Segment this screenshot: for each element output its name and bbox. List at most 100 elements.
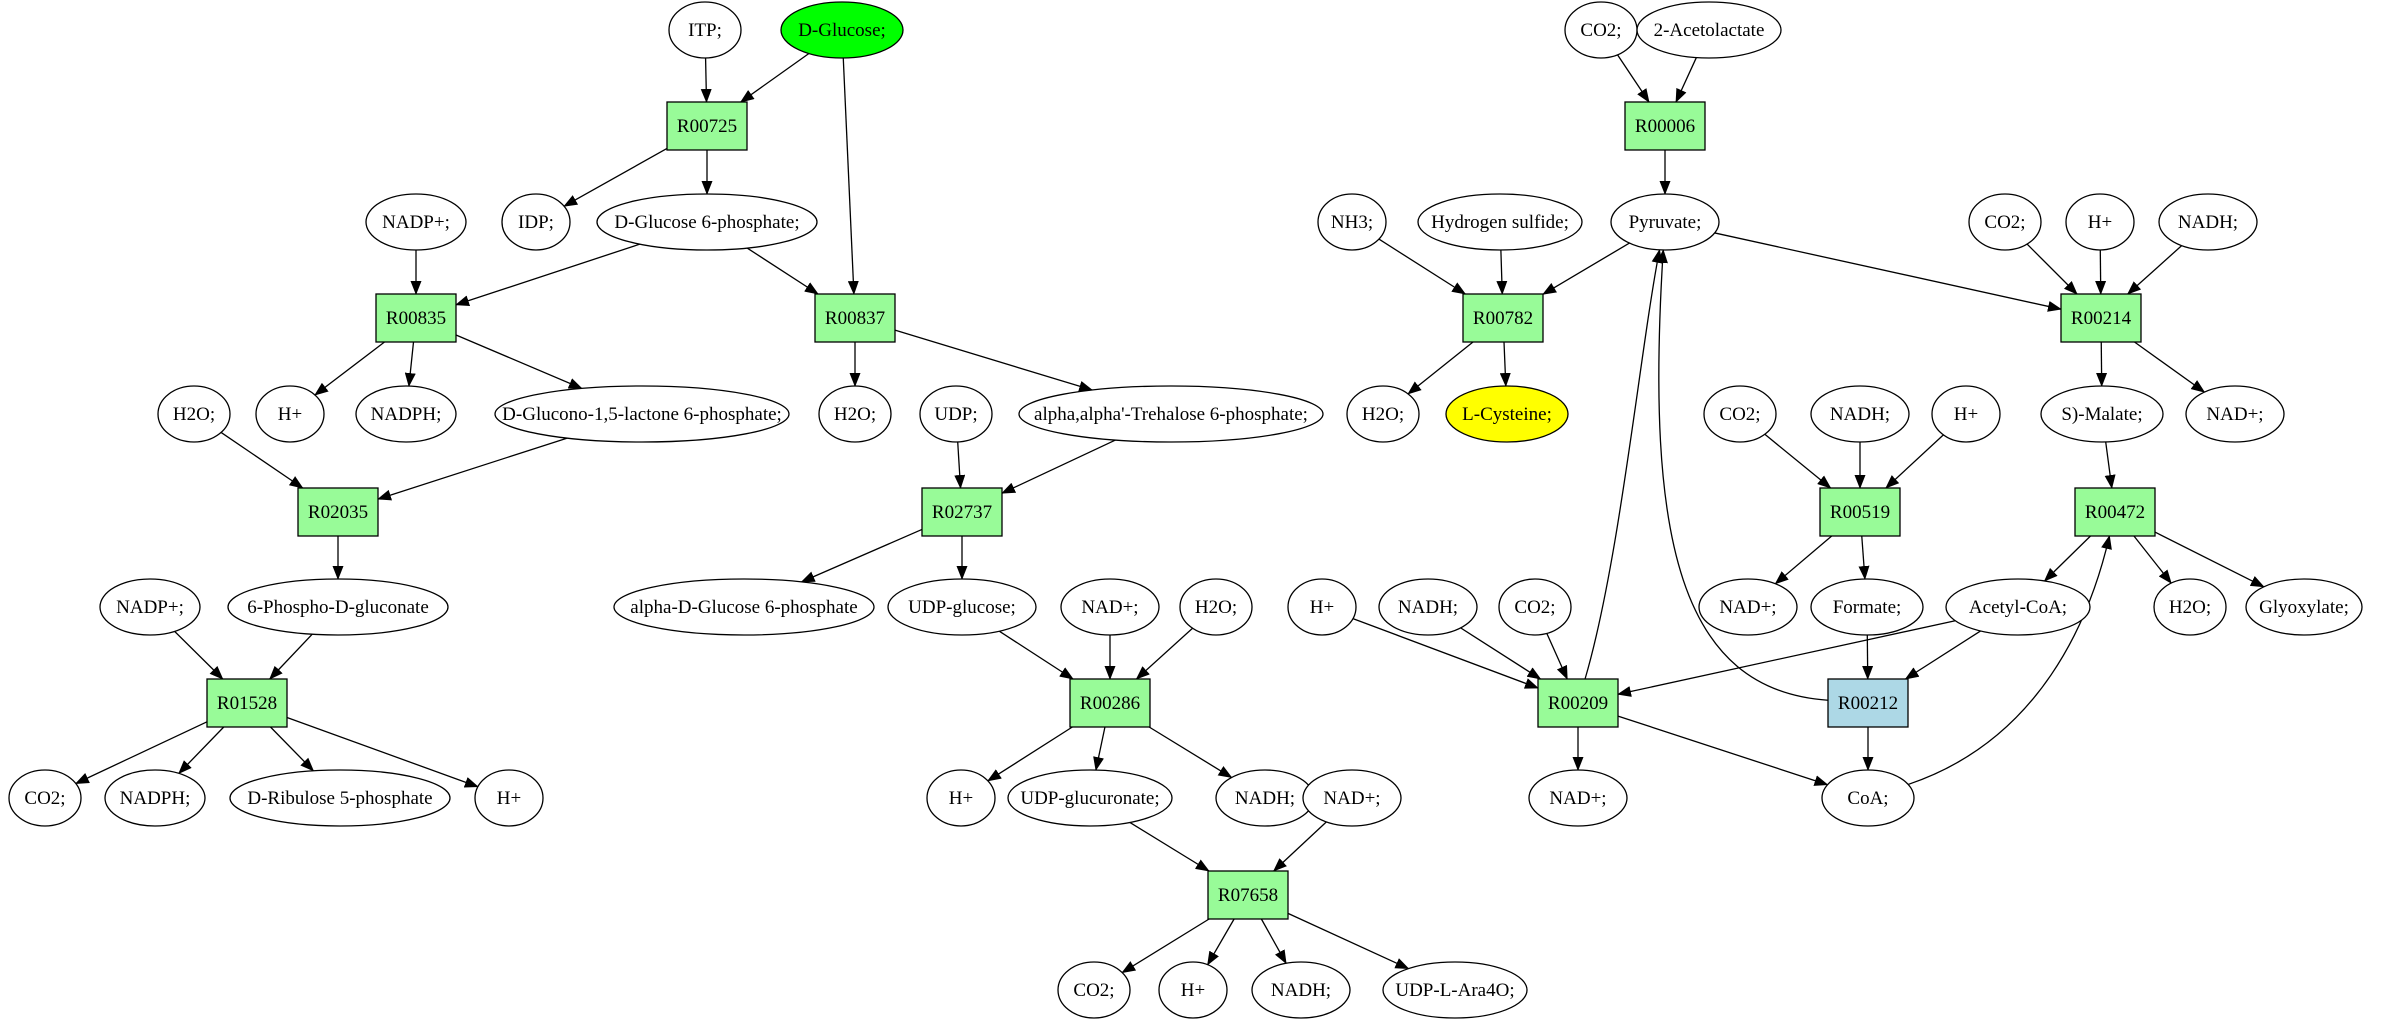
compound-node-h-hplus2[interactable]: H+ [474,769,544,827]
compound-node-acetyl-coa-acetylcoa[interactable]: Acetyl-CoA; [1945,578,2091,636]
reaction-node-r00286-r00286[interactable]: R00286 [1069,678,1151,728]
compound-node-nadh-nadh1[interactable]: NADH; [1215,769,1315,827]
compound-node-h2o-h2o1[interactable]: H2O; [157,385,231,443]
compound-ellipse [613,578,875,636]
reaction-node-r07658-r07658[interactable]: R07658 [1207,870,1289,920]
compound-node-co2-co2e[interactable]: CO2; [1703,385,1777,443]
compound-node-nadp-nadp1[interactable]: NADP+; [365,193,467,251]
edge-r00472-to-h2o5 [2133,535,2172,584]
reaction-node-r02737-r02737[interactable]: R02737 [921,487,1003,537]
node-label: R00006 [1635,116,1695,137]
node-label: CO2; [1719,404,1760,425]
compound-node-nadh-nadh5[interactable]: NADH; [1378,578,1478,636]
edge-nad2-to-r07658 [1272,821,1327,872]
compound-node-udp-glucose-udpglucose[interactable]: UDP-glucose; [887,578,1037,636]
compound-node-nad-nad5[interactable]: NAD+; [1528,769,1628,827]
edge-r00472-to-glyoxylate [2154,531,2265,588]
reaction-box [1207,870,1289,920]
edge-dglucose-to-r00837 [842,57,859,295]
compound-node-nad-nad1[interactable]: NAD+; [1060,578,1160,636]
compound-node-nad-nad2[interactable]: NAD+; [1302,769,1402,827]
compound-node-h2o-h2o3[interactable]: H2O; [1179,578,1253,636]
node-label: R00472 [2085,502,2145,523]
compound-node-udp-glucuronate-udpglucuronate[interactable]: UDP-glucuronate; [1007,769,1173,827]
compound-node-glyoxylate-glyoxylate[interactable]: Glyoxylate; [2245,578,2363,636]
compound-node-h-hplus4[interactable]: H+ [1158,961,1228,1019]
reaction-node-r00725-r00725[interactable]: R00725 [666,101,748,151]
compound-node-h-hplus7[interactable]: H+ [1287,578,1357,636]
reaction-node-r00006-r00006[interactable]: R00006 [1624,101,1706,151]
edge-r00286-to-udpglucuronate [1093,726,1106,772]
edge-r00725-to-idp [563,147,668,207]
reaction-node-r00472-r00472[interactable]: R00472 [2074,487,2156,537]
compound-node-l-cysteine-cysteine[interactable]: L-Cysteine; [1445,385,1569,443]
compound-node-h-hplus6[interactable]: H+ [1931,385,2001,443]
compound-node-h2o-h2o4[interactable]: H2O; [1346,385,1420,443]
reaction-box [921,487,1003,537]
compound-node-co2-co2b[interactable]: CO2; [1057,961,1131,1019]
compound-node-formate-formate[interactable]: Formate; [1810,578,1924,636]
node-label: H+ [949,788,973,809]
compound-node-itp-itp[interactable]: ITP; [668,1,742,59]
compound-ellipse [919,385,993,443]
reaction-node-r01528-r01528[interactable]: R01528 [206,678,288,728]
edge-acetylcoa-to-r00212 [1904,630,1981,680]
compound-node-nadph-nadph1[interactable]: NADPH; [355,385,457,443]
compound-node-d-glucono-1-5-lactone-6-phosphate-glucono[interactable]: D-Glucono-1,5-lactone 6-phosphate; [494,385,790,443]
compound-node-nh3-nh3[interactable]: NH3; [1317,193,1387,251]
node-label: D-Ribulose 5-phosphate [247,788,432,809]
compound-node-nadh-nadh4[interactable]: NADH; [1810,385,1910,443]
compound-node-hydrogen-sulfide-h2s[interactable]: Hydrogen sulfide; [1417,193,1583,251]
compound-node-co2-co2a[interactable]: CO2; [8,769,82,827]
compound-node-h2o-h2o2[interactable]: H2O; [818,385,892,443]
compound-node-nadh-nadh2[interactable]: NADH; [1251,961,1351,1019]
compound-node-d-glucose-dglucose[interactable]: D-Glucose; [780,1,904,59]
reaction-node-r00209-r00209[interactable]: R00209 [1537,678,1619,728]
compound-node-alpha-d-glucose-6-phosphate-aglc6p[interactable]: alpha-D-Glucose 6-phosphate [613,578,875,636]
reaction-node-r00519-r00519[interactable]: R00519 [1819,487,1901,537]
compound-node-nad-nad3[interactable]: NAD+; [2185,385,2285,443]
compound-node-2-acetolactate-acetolactate[interactable]: 2-Acetolactate [1636,1,1782,59]
compound-node-nad-nad4[interactable]: NAD+; [1698,578,1798,636]
compound-node-6-phospho-d-gluconate-phosphogluconate[interactable]: 6-Phospho-D-gluconate [227,578,449,636]
compound-node-nadph-nadph2[interactable]: NADPH; [104,769,206,827]
compound-node-d-ribulose-5-phosphate-ribulose[interactable]: D-Ribulose 5-phosphate [229,769,451,827]
compound-node-d-glucose-6-phosphate-g6p[interactable]: D-Glucose 6-phosphate; [596,193,818,251]
compound-node-h-hplus1[interactable]: H+ [255,385,325,443]
compound-node-h2o-h2o5[interactable]: H2O; [2153,578,2227,636]
node-label: R00782 [1473,308,1533,329]
compound-node-h-hplus5[interactable]: H+ [2065,193,2135,251]
compound-node-pyruvate-pyruvate[interactable]: Pyruvate; [1610,193,1720,251]
node-label: NH3; [1331,212,1373,233]
compound-node-co2-co2f[interactable]: CO2; [1498,578,1572,636]
reaction-box [666,101,748,151]
compound-node-udp-l-ara4o-udpara[interactable]: UDP-L-Ara4O; [1382,961,1528,1019]
compound-node-nadh-nadh3[interactable]: NADH; [2158,193,2258,251]
compound-node-idp-idp[interactable]: IDP; [501,193,571,251]
edge-co2e-to-r00519 [1764,433,1832,489]
edge-r00214-to-nad3 [2134,341,2206,393]
compound-node-co2-co2c[interactable]: CO2; [1564,1,1638,59]
compound-node-udp-udp[interactable]: UDP; [919,385,993,443]
compound-node-coa-coa[interactable]: CoA; [1821,769,1915,827]
compound-node-nadp-nadp2[interactable]: NADP+; [99,578,201,636]
edge-r00835-to-nadph1 [404,341,416,388]
node-label: NADH; [1271,980,1331,1001]
compound-node-co2-co2d[interactable]: CO2; [1968,193,2042,251]
edge-nadh3-to-r00214 [2127,245,2183,295]
compound-ellipse [818,385,892,443]
reaction-node-r00214-r00214[interactable]: R00214 [2060,293,2142,343]
reaction-node-r02035-r02035[interactable]: R02035 [297,487,379,537]
edges-layer [74,52,2265,974]
compound-node-h-hplus3[interactable]: H+ [926,769,996,827]
reaction-node-r00837-r00837[interactable]: R00837 [814,293,896,343]
compound-node-alpha-alpha-trehalose-6-phosphate-trehalose[interactable]: alpha,alpha'-Trehalose 6-phosphate; [1018,385,1324,443]
edge-r01528-to-hplus2 [286,716,479,788]
reaction-node-r00212-r00212[interactable]: R00212 [1827,678,1909,728]
compound-node-s-malate-malate[interactable]: S)-Malate; [2040,385,2164,443]
reaction-node-r00835-r00835[interactable]: R00835 [375,293,457,343]
edge-g6p-to-r00835 [455,243,641,306]
reaction-node-r00782-r00782[interactable]: R00782 [1462,293,1544,343]
reaction-box [375,293,457,343]
reaction-box [814,293,896,343]
